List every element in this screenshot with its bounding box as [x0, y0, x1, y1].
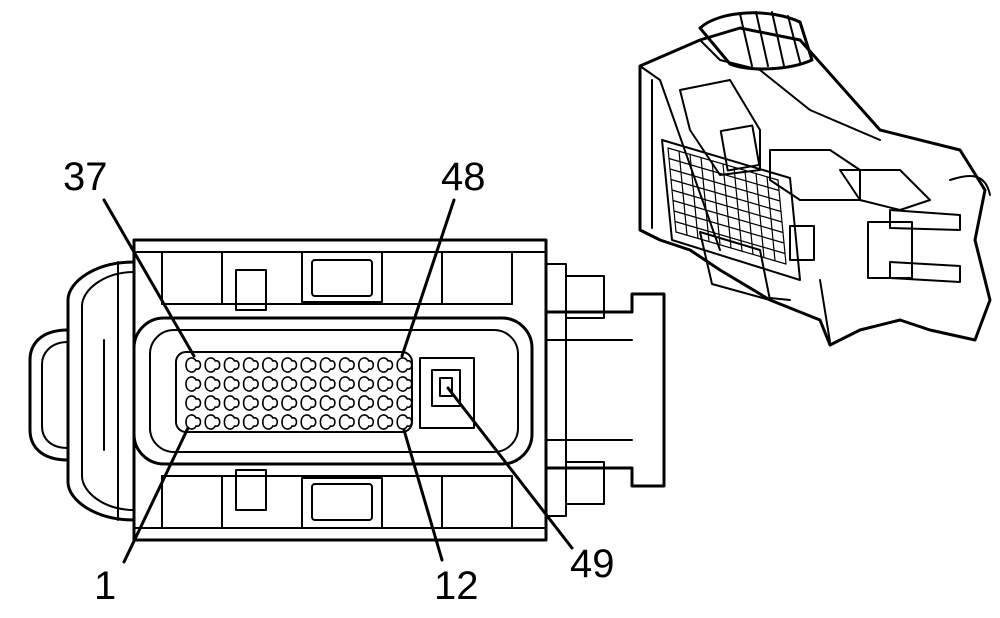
leader-37 — [102, 198, 196, 358]
leader-12 — [402, 428, 444, 562]
terminal-pin — [377, 414, 394, 430]
terminal-pin — [223, 395, 240, 411]
iso-front-face — [661, 139, 801, 281]
top-window — [311, 259, 373, 297]
terminal-pin — [300, 357, 317, 373]
terminal-pin — [185, 414, 202, 430]
terminal-pin — [204, 357, 221, 373]
terminal-cavity — [132, 316, 534, 466]
terminal-pin — [396, 395, 413, 411]
iso-grid-line — [667, 147, 779, 181]
rear-flange — [544, 292, 666, 488]
terminal-pin — [262, 414, 279, 430]
terminal-pin — [262, 376, 279, 392]
bottom-window — [311, 483, 373, 521]
iso-knob — [698, 11, 814, 71]
iso-grid-line — [668, 157, 780, 192]
iso-grid-line — [675, 231, 787, 265]
terminal-pin — [319, 357, 336, 373]
terminal-pin — [300, 395, 317, 411]
iso-grid-line — [671, 189, 783, 223]
iso-grid-line — [670, 178, 782, 213]
terminal-pin — [185, 376, 202, 392]
terminal-pin — [242, 395, 259, 411]
terminal-pin — [204, 376, 221, 392]
iso-grid-line — [672, 199, 784, 234]
terminal-field — [175, 351, 413, 433]
pin-49-cavity — [419, 357, 475, 429]
terminal-pin — [262, 395, 279, 411]
terminal-pin — [300, 376, 317, 392]
terminal-pin — [242, 376, 259, 392]
label-pin-12: 12 — [434, 564, 479, 608]
label-pin-37: 37 — [63, 155, 108, 199]
iso-housing — [638, 26, 992, 347]
terminal-pin — [377, 357, 394, 373]
terminal-pin — [242, 357, 259, 373]
latch-tab — [28, 328, 70, 462]
terminal-pin — [319, 395, 336, 411]
terminal-pins — [185, 357, 413, 430]
iso-grid-line — [674, 220, 786, 255]
terminal-pin — [319, 376, 336, 392]
terminal-pin — [396, 357, 413, 373]
terminal-pin — [338, 395, 355, 411]
terminal-pin — [338, 357, 355, 373]
terminal-pin — [377, 376, 394, 392]
terminal-pin — [358, 376, 375, 392]
terminal-pin — [281, 395, 298, 411]
left-latch — [66, 260, 136, 522]
terminal-pin — [281, 414, 298, 430]
iso-grid-line — [673, 210, 785, 244]
label-pin-1: 1 — [94, 564, 117, 608]
label-pin-48: 48 — [441, 155, 486, 199]
terminal-pin — [358, 414, 375, 430]
terminal-pin — [396, 376, 413, 392]
terminal-pin — [281, 357, 298, 373]
terminal-pin — [358, 357, 375, 373]
leader-lines — [102, 198, 574, 564]
terminal-pin — [338, 376, 355, 392]
terminal-pin — [300, 414, 317, 430]
leader-48 — [400, 198, 456, 358]
terminal-pin — [338, 414, 355, 430]
terminal-pin — [396, 414, 413, 430]
terminal-pin — [242, 414, 259, 430]
leader-49 — [446, 386, 574, 550]
isometric-view — [638, 11, 992, 347]
terminal-pin — [281, 376, 298, 392]
terminal-pin — [262, 357, 279, 373]
terminal-pin — [319, 414, 336, 430]
terminal-pin — [377, 395, 394, 411]
terminal-pin — [223, 414, 240, 430]
terminal-pin — [185, 395, 202, 411]
leader-1 — [122, 426, 190, 564]
terminal-pin — [204, 395, 221, 411]
front-view-connector — [28, 238, 666, 542]
terminal-pin — [358, 395, 375, 411]
terminal-pin — [223, 357, 240, 373]
terminal-pin — [204, 414, 221, 430]
iso-terminal-grid — [667, 147, 787, 265]
iso-grid-line — [669, 168, 781, 202]
label-pin-49: 49 — [570, 542, 615, 586]
terminal-pin — [223, 376, 240, 392]
terminal-pin — [185, 357, 202, 373]
